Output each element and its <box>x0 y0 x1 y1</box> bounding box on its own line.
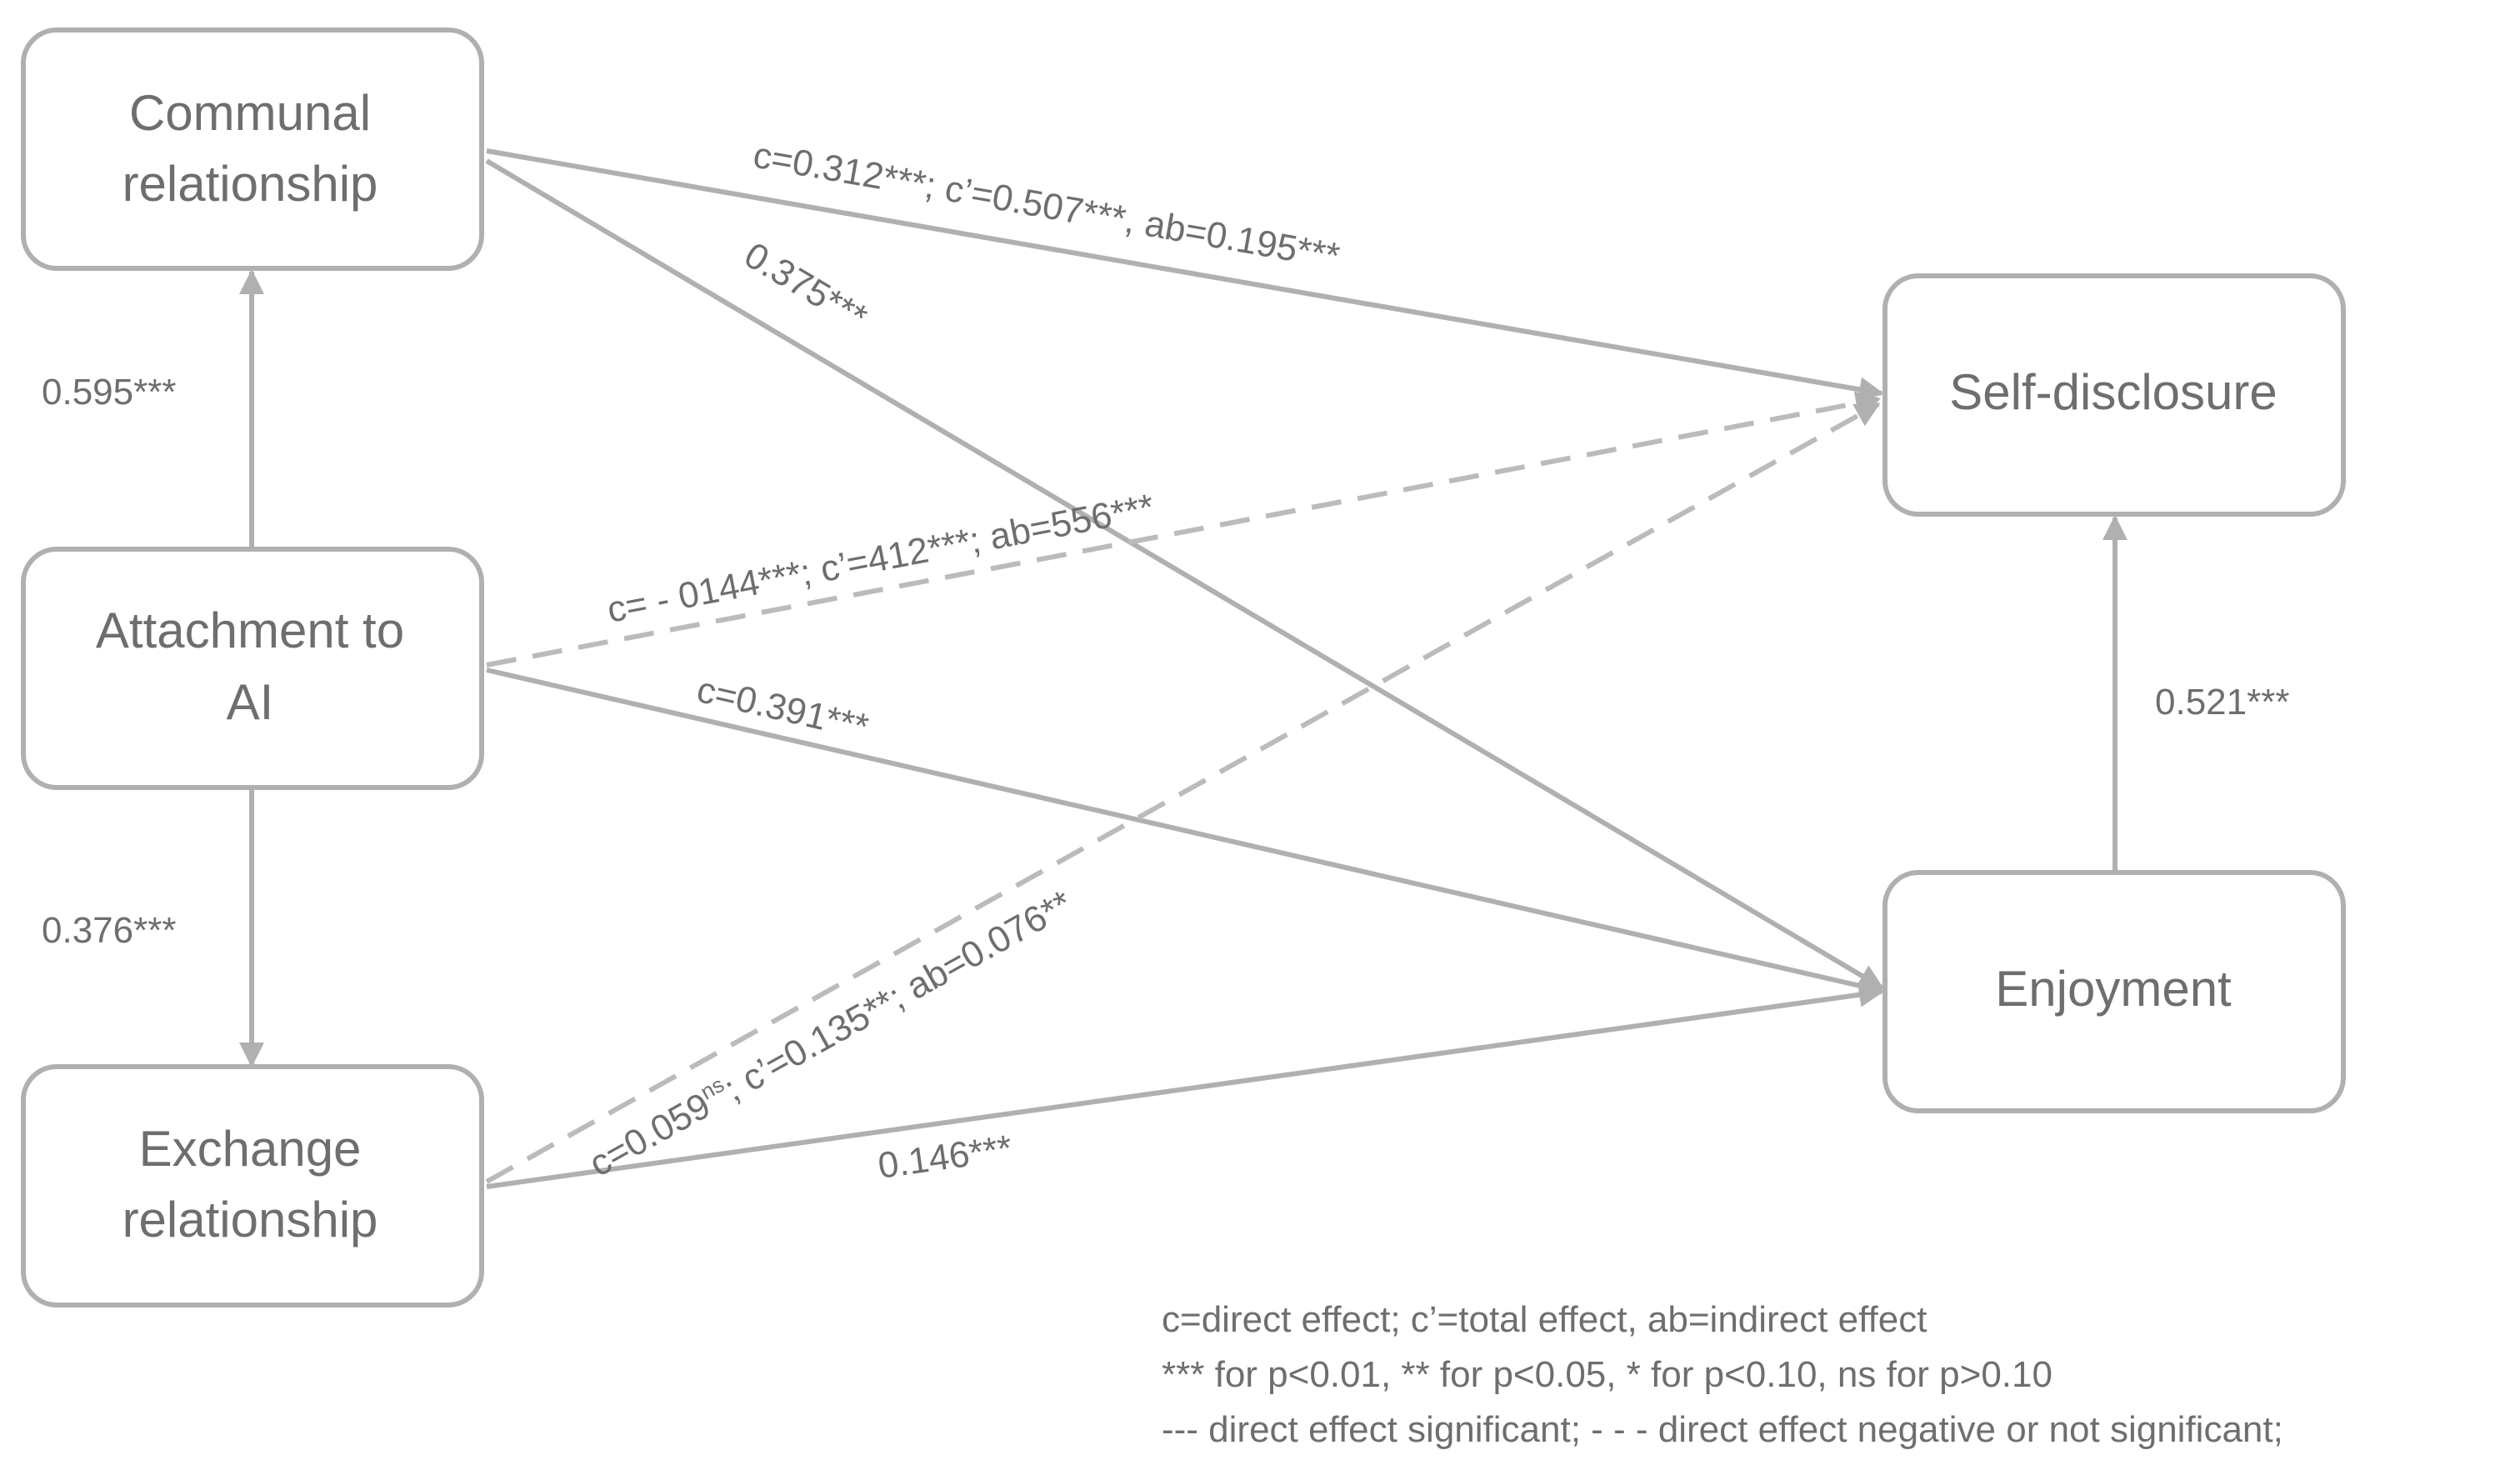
node-enjoyment-label: Enjoyment <box>1995 961 2232 1017</box>
node-exchange-label-line1: Exchange <box>139 1121 362 1177</box>
edge-exchange-to-enjoyment <box>486 982 1884 1189</box>
node-self-disclosure: Self-disclosure <box>1882 273 2346 517</box>
edge-label-attachment-to-communal: 0.595*** <box>42 372 176 412</box>
edge-label-enjoyment-to-self-disclosure: 0.521*** <box>2155 682 2289 722</box>
legend-line-3: --- direct effect significant; - - - dir… <box>1162 1409 2283 1450</box>
edge-attachment-to-enjoyment <box>486 668 1884 998</box>
edge-label-attachment-to-self-disclosure: c= - 0144***; c’=412***; ab=556*** <box>604 487 1158 631</box>
edge-communal-to-enjoyment <box>485 158 1884 990</box>
edge-communal-to-self-disclosure <box>486 148 1884 402</box>
node-exchange-label-line2: relationship <box>122 1192 378 1248</box>
node-exchange-relationship: Exchange relationship <box>21 1064 484 1308</box>
legend-line-1: c=direct effect; c’=total effect, ab=ind… <box>1162 1299 1927 1340</box>
node-attachment-label-line2: AI <box>227 674 274 730</box>
node-communal-relationship: Communal relationship <box>21 28 484 271</box>
legend: c=direct effect; c’=total effect, ab=ind… <box>1162 1299 2283 1450</box>
node-communal-label-line1: Communal <box>129 85 371 141</box>
edge-label-communal-to-self-disclosure: c=0.312***; c’=0.507***, ab=0.195*** <box>750 135 1342 278</box>
edge-label-exchange-main: c=0.059 <box>582 1085 718 1185</box>
edge-exchange-to-self-disclosure <box>485 402 1881 1184</box>
node-attachment-label-line1: Attachment to <box>96 602 404 658</box>
edge-label-exchange-rest: ; c’=0.135**; ab=0.076** <box>718 882 1079 1109</box>
edge-attachment-to-self-disclosure <box>486 391 1881 668</box>
nodes: Communal relationship Attachment to AI E… <box>21 28 2346 1308</box>
node-self-disclosure-label: Self-disclosure <box>1949 364 2278 420</box>
node-enjoyment: Enjoyment <box>1882 870 2346 1113</box>
edge-label-attachment-to-exchange: 0.376*** <box>42 910 176 951</box>
node-communal-label-line2: relationship <box>122 156 378 212</box>
legend-line-2: *** for p<0.01, ** for p<0.05, * for p<0… <box>1162 1354 2052 1395</box>
edge-label-exchange-to-enjoyment: 0.146*** <box>876 1128 1015 1187</box>
edges <box>239 148 2128 1189</box>
node-attachment-to-ai: Attachment to AI <box>21 547 484 790</box>
